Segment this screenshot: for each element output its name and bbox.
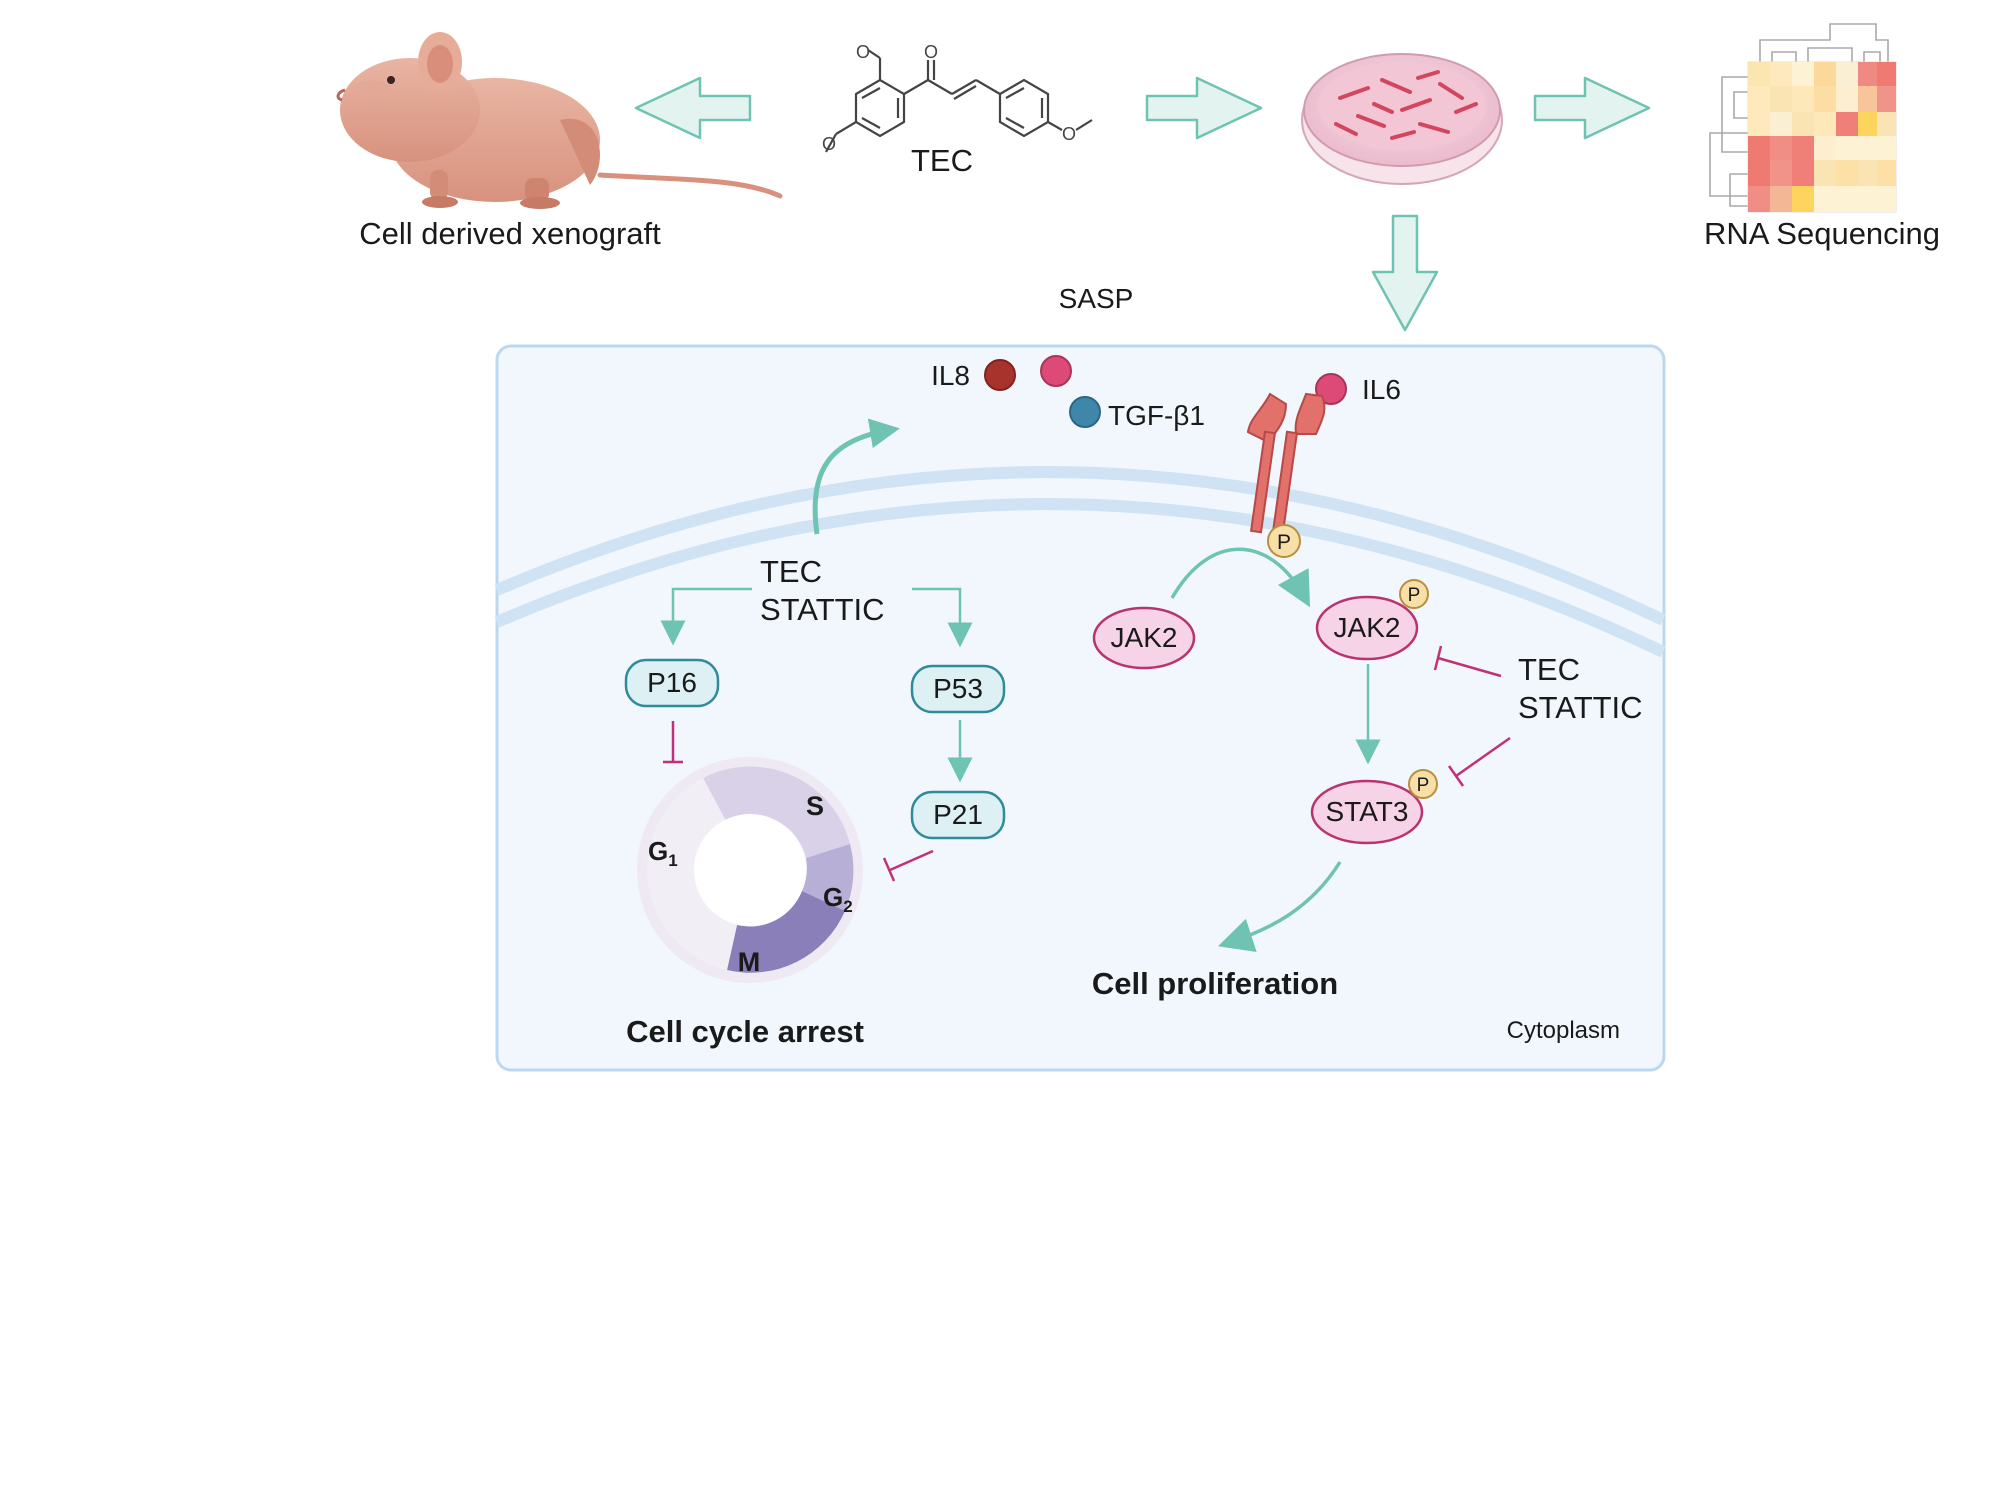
rna-seq-label: RNA Sequencing: [1704, 216, 1940, 251]
petri-dish-icon: [1301, 53, 1503, 185]
svg-text:O: O: [924, 42, 938, 62]
jak2-activation-arrow: [1170, 547, 1311, 608]
jak2-phospho-icon: [1399, 579, 1429, 609]
jak2-active-label: JAK2: [1334, 612, 1401, 643]
jak2-inactive-node: [1092, 606, 1196, 670]
il8-molecule-icon: [984, 359, 1016, 391]
to-proliferation-arrow: [1218, 861, 1342, 953]
il6-molecule-icon: [1315, 373, 1347, 405]
p21-label: P21: [933, 799, 983, 830]
to-xenograft-arrow: [634, 76, 752, 140]
phase-g1-sub: 1: [668, 851, 677, 870]
cell-membrane: [494, 466, 1666, 658]
to-p16-arrow: [660, 587, 752, 646]
cell-cycle-ring: [637, 757, 863, 983]
jak2-active-node: [1315, 595, 1419, 661]
p16-node: [624, 658, 720, 708]
receptor-phospho-icon: [1267, 524, 1301, 558]
phase-g2-sub: 2: [843, 897, 852, 916]
p16-inhibit-arrow: [663, 721, 683, 764]
mouse-icon: [336, 32, 783, 209]
stat3-label: STAT3: [1326, 796, 1409, 827]
p21-node: [910, 790, 1006, 840]
to-dish-arrow: [1145, 76, 1263, 140]
sasp-pink-molecule-icon: [1040, 355, 1072, 387]
svg-text:O: O: [1062, 124, 1076, 144]
phase-g1: G1: [648, 836, 678, 870]
tec-label: TEC: [911, 143, 973, 178]
cell-proliferation-label: Cell proliferation: [1092, 966, 1338, 1001]
phase-g2-letter: G: [823, 882, 843, 912]
cell-panel: [495, 344, 1666, 1072]
phase-g1-letter: G: [648, 836, 668, 866]
svg-text:O: O: [822, 134, 836, 154]
stat3-phospho-label: P: [1417, 775, 1430, 796]
il6-label: IL6: [1362, 374, 1401, 405]
tec-structure-icon: [825, 49, 1093, 153]
p53-node: [910, 664, 1006, 714]
to-cell-arrow: [1371, 214, 1439, 332]
left-inhibitor-stattic: STATTIC: [760, 592, 885, 627]
phase-g2: G2: [823, 882, 853, 916]
cytoplasm-label: Cytoplasm: [1507, 1017, 1620, 1044]
stat3-inhibit-arrow: [1447, 736, 1511, 787]
jak2-inhibit-arrow: [1433, 645, 1502, 678]
sasp-label: SASP: [1059, 283, 1134, 314]
il8-label: IL8: [931, 360, 970, 391]
to-sasp-arrow: [812, 418, 900, 535]
to-rna-arrow: [1533, 76, 1651, 140]
svg-text:O: O: [856, 42, 870, 62]
tec-structure-atoms: O O O O: [822, 42, 1076, 154]
p16-label: P16: [647, 667, 697, 698]
stat3-phospho-icon: [1408, 769, 1438, 799]
jak2-phospho-label: P: [1408, 585, 1421, 606]
left-inhibitor-tec: TEC: [760, 554, 822, 589]
phase-m: M: [738, 947, 761, 977]
xenograft-label: Cell derived xenograft: [359, 216, 661, 251]
tgf-molecule-icon: [1069, 396, 1101, 428]
heatmap-icon: [1709, 23, 1897, 213]
il6-receptor-icon: [1246, 392, 1326, 534]
cell-cycle-arrest-label: Cell cycle arrest: [626, 1014, 864, 1049]
phase-s: S: [806, 791, 824, 821]
jak2-inactive-label: JAK2: [1111, 622, 1178, 653]
p53-label: P53: [933, 673, 983, 704]
right-inhibitor-tec: TEC: [1518, 652, 1580, 687]
stat3-node: [1310, 779, 1424, 845]
tgf-label: TGF-β1: [1108, 400, 1205, 431]
to-p53-arrow: [912, 587, 973, 648]
p21-inhibit-arrow: [882, 849, 934, 882]
right-inhibitor-stattic: STATTIC: [1518, 690, 1643, 725]
receptor-phospho-label: P: [1277, 531, 1291, 554]
